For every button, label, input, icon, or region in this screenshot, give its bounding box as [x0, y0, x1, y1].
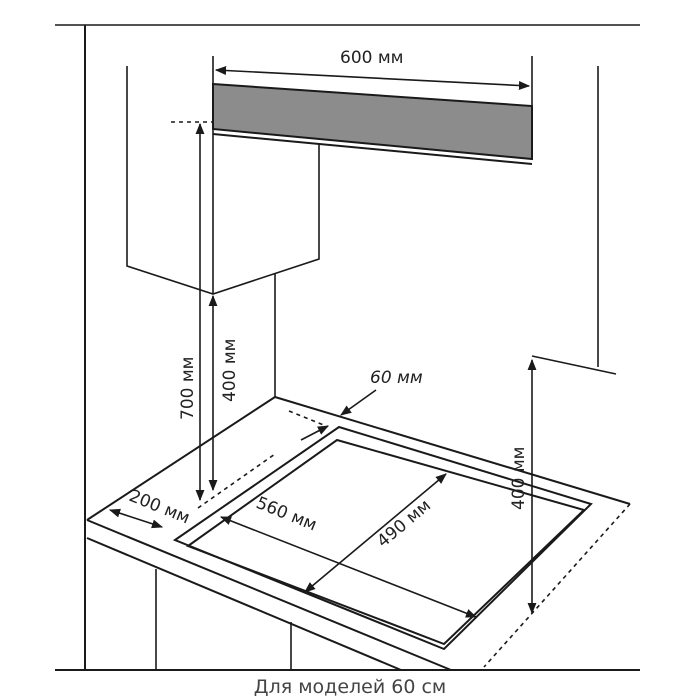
- dimension-side-gap: 60 мм: [288, 368, 423, 441]
- label-700mm: 700 мм: [178, 356, 198, 420]
- room-frame: [55, 24, 640, 671]
- label-560mm: 560 мм: [253, 493, 319, 535]
- dimension-right-height: 400 мм: [509, 358, 537, 615]
- label-490mm: 490 мм: [373, 496, 435, 552]
- countertop: [86, 396, 631, 671]
- cooker-hood: [212, 56, 533, 165]
- dimension-cabinet-height: 400 мм: [208, 294, 240, 492]
- label-200mm: 200 мм: [126, 486, 192, 528]
- label-400mm-right: 400 мм: [509, 446, 529, 510]
- label-400mm-left: 400 мм: [220, 338, 240, 402]
- label-600mm: 600 мм: [340, 48, 404, 68]
- dimension-cutout-depth: 490 мм: [304, 473, 447, 593]
- caption: Для моделей 60 см: [254, 676, 446, 698]
- dimension-front-gap: 200 мм: [108, 486, 193, 528]
- label-60mm: 60 мм: [370, 368, 423, 388]
- right-cabinet: [531, 66, 617, 375]
- dimension-hood-height: 700 мм: [171, 121, 213, 502]
- dimension-hood-width: 600 мм: [214, 48, 531, 90]
